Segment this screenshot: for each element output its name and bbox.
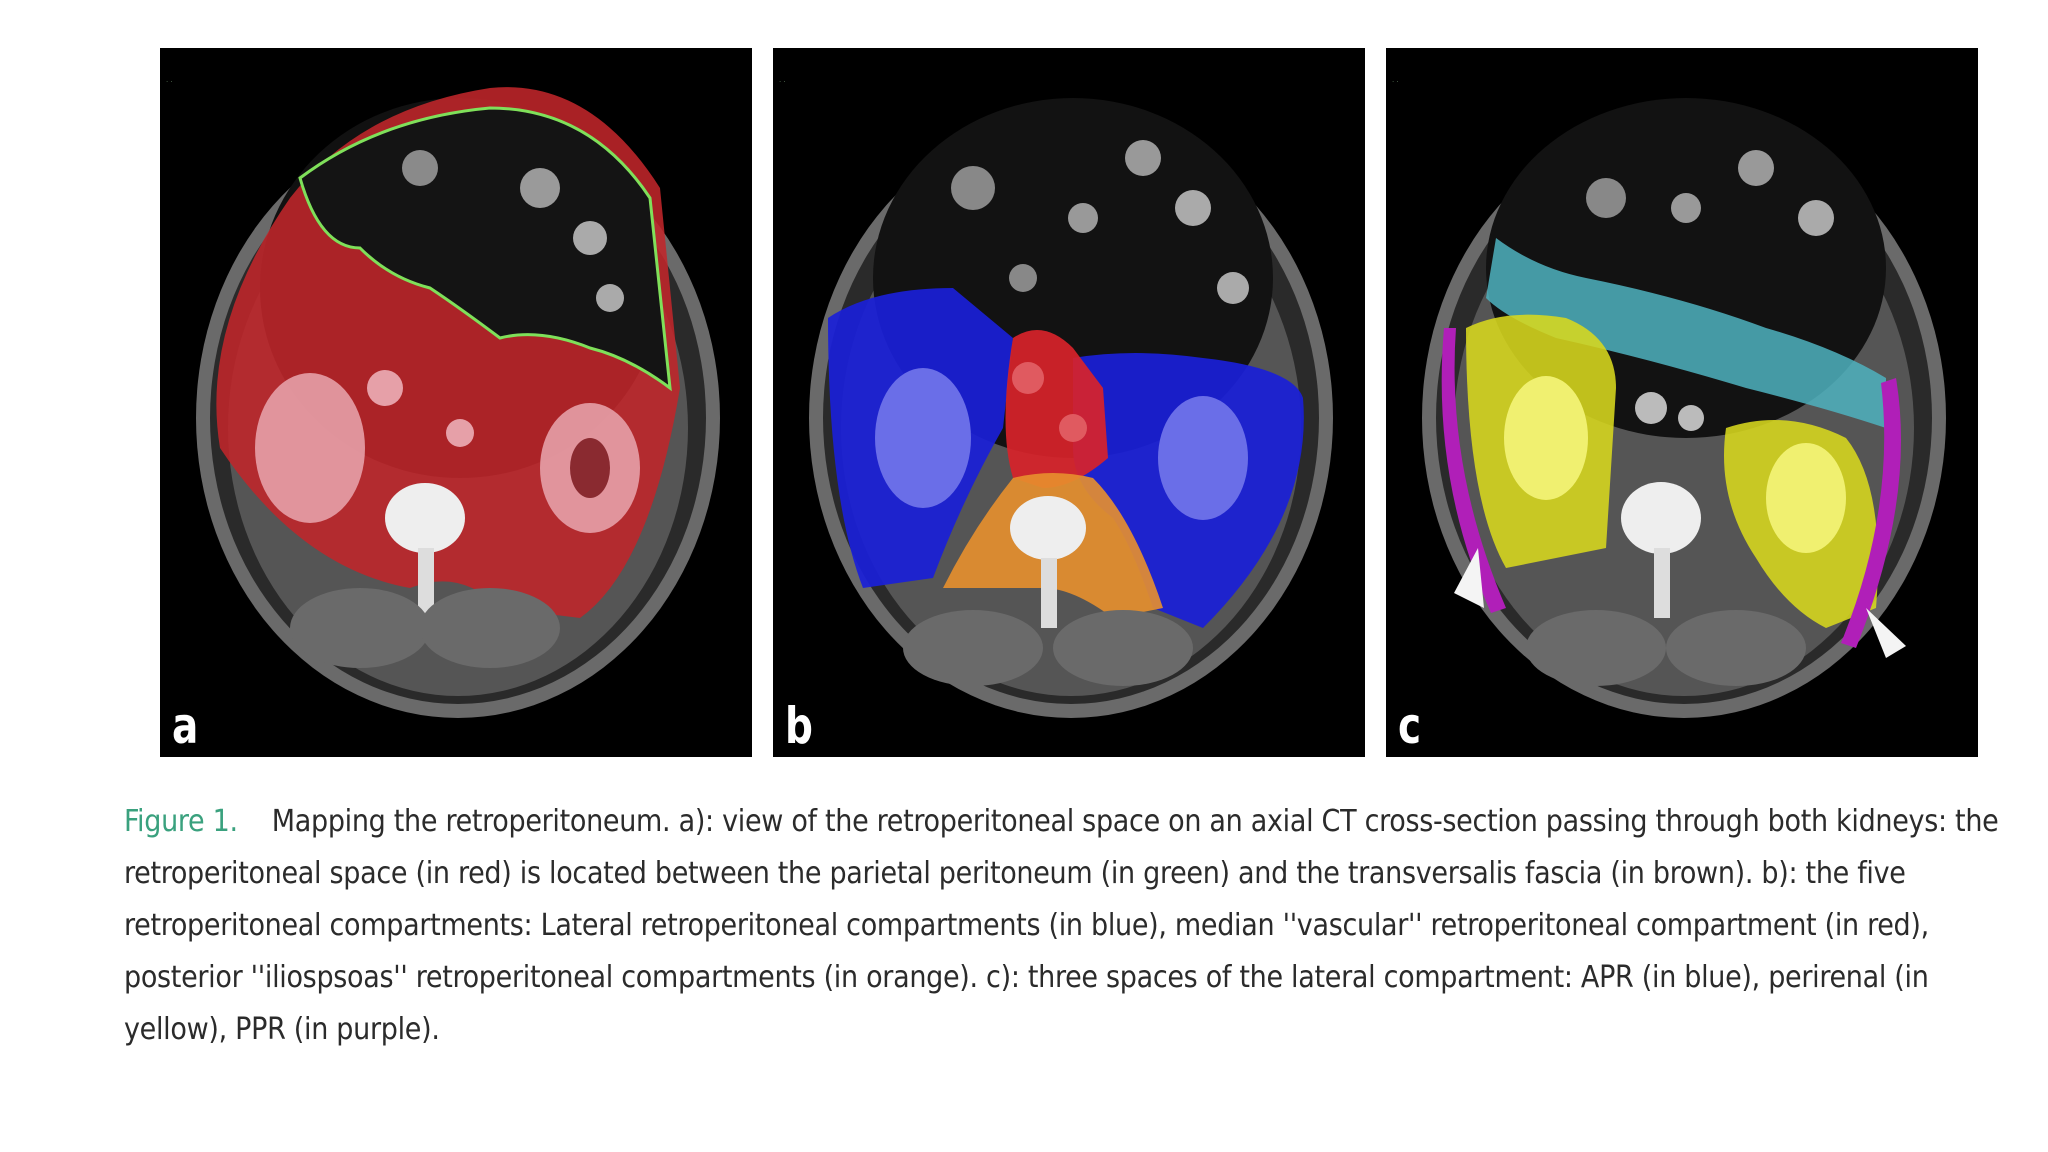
spinous-process <box>1654 548 1670 618</box>
aorta <box>1635 392 1667 424</box>
ct-scan-b <box>809 98 1333 718</box>
parietal-peritoneum-line <box>298 106 672 392</box>
aorta <box>367 370 403 406</box>
figure-caption: Figure 1.Mapping the retroperitoneum. a)… <box>124 796 2014 1056</box>
posterior-pararenal-space-left <box>1841 378 1901 648</box>
vertebral-body <box>385 483 465 553</box>
spinous-process <box>1041 558 1057 628</box>
arrowhead-right <box>1454 548 1484 608</box>
scan-marker: · · <box>779 78 786 86</box>
vessel <box>446 419 474 447</box>
vertebral-body <box>1010 496 1086 560</box>
back-muscle <box>1053 610 1193 686</box>
caption-text: Mapping the retroperitoneum. a): view of… <box>124 804 1999 1047</box>
bowel-loop <box>1068 203 1098 233</box>
ct-scan-c <box>1422 98 1946 718</box>
ct-image-panel-a: · · a <box>160 48 752 757</box>
bowel-loop <box>1798 200 1834 236</box>
bowel-loop <box>573 221 607 255</box>
bowel-loop <box>1009 264 1037 292</box>
anterior-pararenal-space <box>1486 238 1886 428</box>
back-muscle <box>1666 610 1806 686</box>
bowel-loop <box>1125 140 1161 176</box>
right-kidney <box>1504 376 1588 500</box>
bowel-loop <box>1738 150 1774 186</box>
arrowhead-left <box>1866 608 1906 658</box>
scan-marker: · · <box>1392 78 1399 86</box>
panel-letter-c: c <box>1398 697 1422 755</box>
bowel-loop <box>1217 272 1249 304</box>
spinous-process <box>418 548 434 618</box>
right-kidney <box>875 368 971 508</box>
ct-scan-a <box>196 87 720 718</box>
aorta <box>1012 362 1044 394</box>
back-muscle <box>290 588 430 668</box>
figure-label: Figure 1. <box>124 804 238 839</box>
left-kidney <box>1158 396 1248 520</box>
vessel <box>1678 405 1704 431</box>
bowel-loop <box>402 150 438 186</box>
bowel-loop <box>1586 178 1626 218</box>
bowel-loop <box>951 166 995 210</box>
bowel-loop <box>596 284 624 312</box>
back-muscle <box>1526 610 1666 686</box>
bowel-loop <box>1671 193 1701 223</box>
ct-image-panel-b: · · b <box>773 48 1365 757</box>
left-renal-pelvis <box>570 438 610 498</box>
left-kidney <box>1766 443 1846 553</box>
back-muscle <box>420 588 560 668</box>
right-kidney <box>255 373 365 523</box>
bowel-loop <box>520 168 560 208</box>
panel-letter-b: b <box>785 697 813 755</box>
ct-image-panel-c: · · c <box>1386 48 1978 757</box>
bowel-loop <box>1175 190 1211 226</box>
scan-marker: · · <box>166 78 173 86</box>
panel-letter-a: a <box>172 697 199 755</box>
vessel <box>1059 414 1087 442</box>
back-muscle <box>903 610 1043 686</box>
vertebral-body <box>1621 482 1701 554</box>
peritoneal-cavity <box>300 108 670 388</box>
